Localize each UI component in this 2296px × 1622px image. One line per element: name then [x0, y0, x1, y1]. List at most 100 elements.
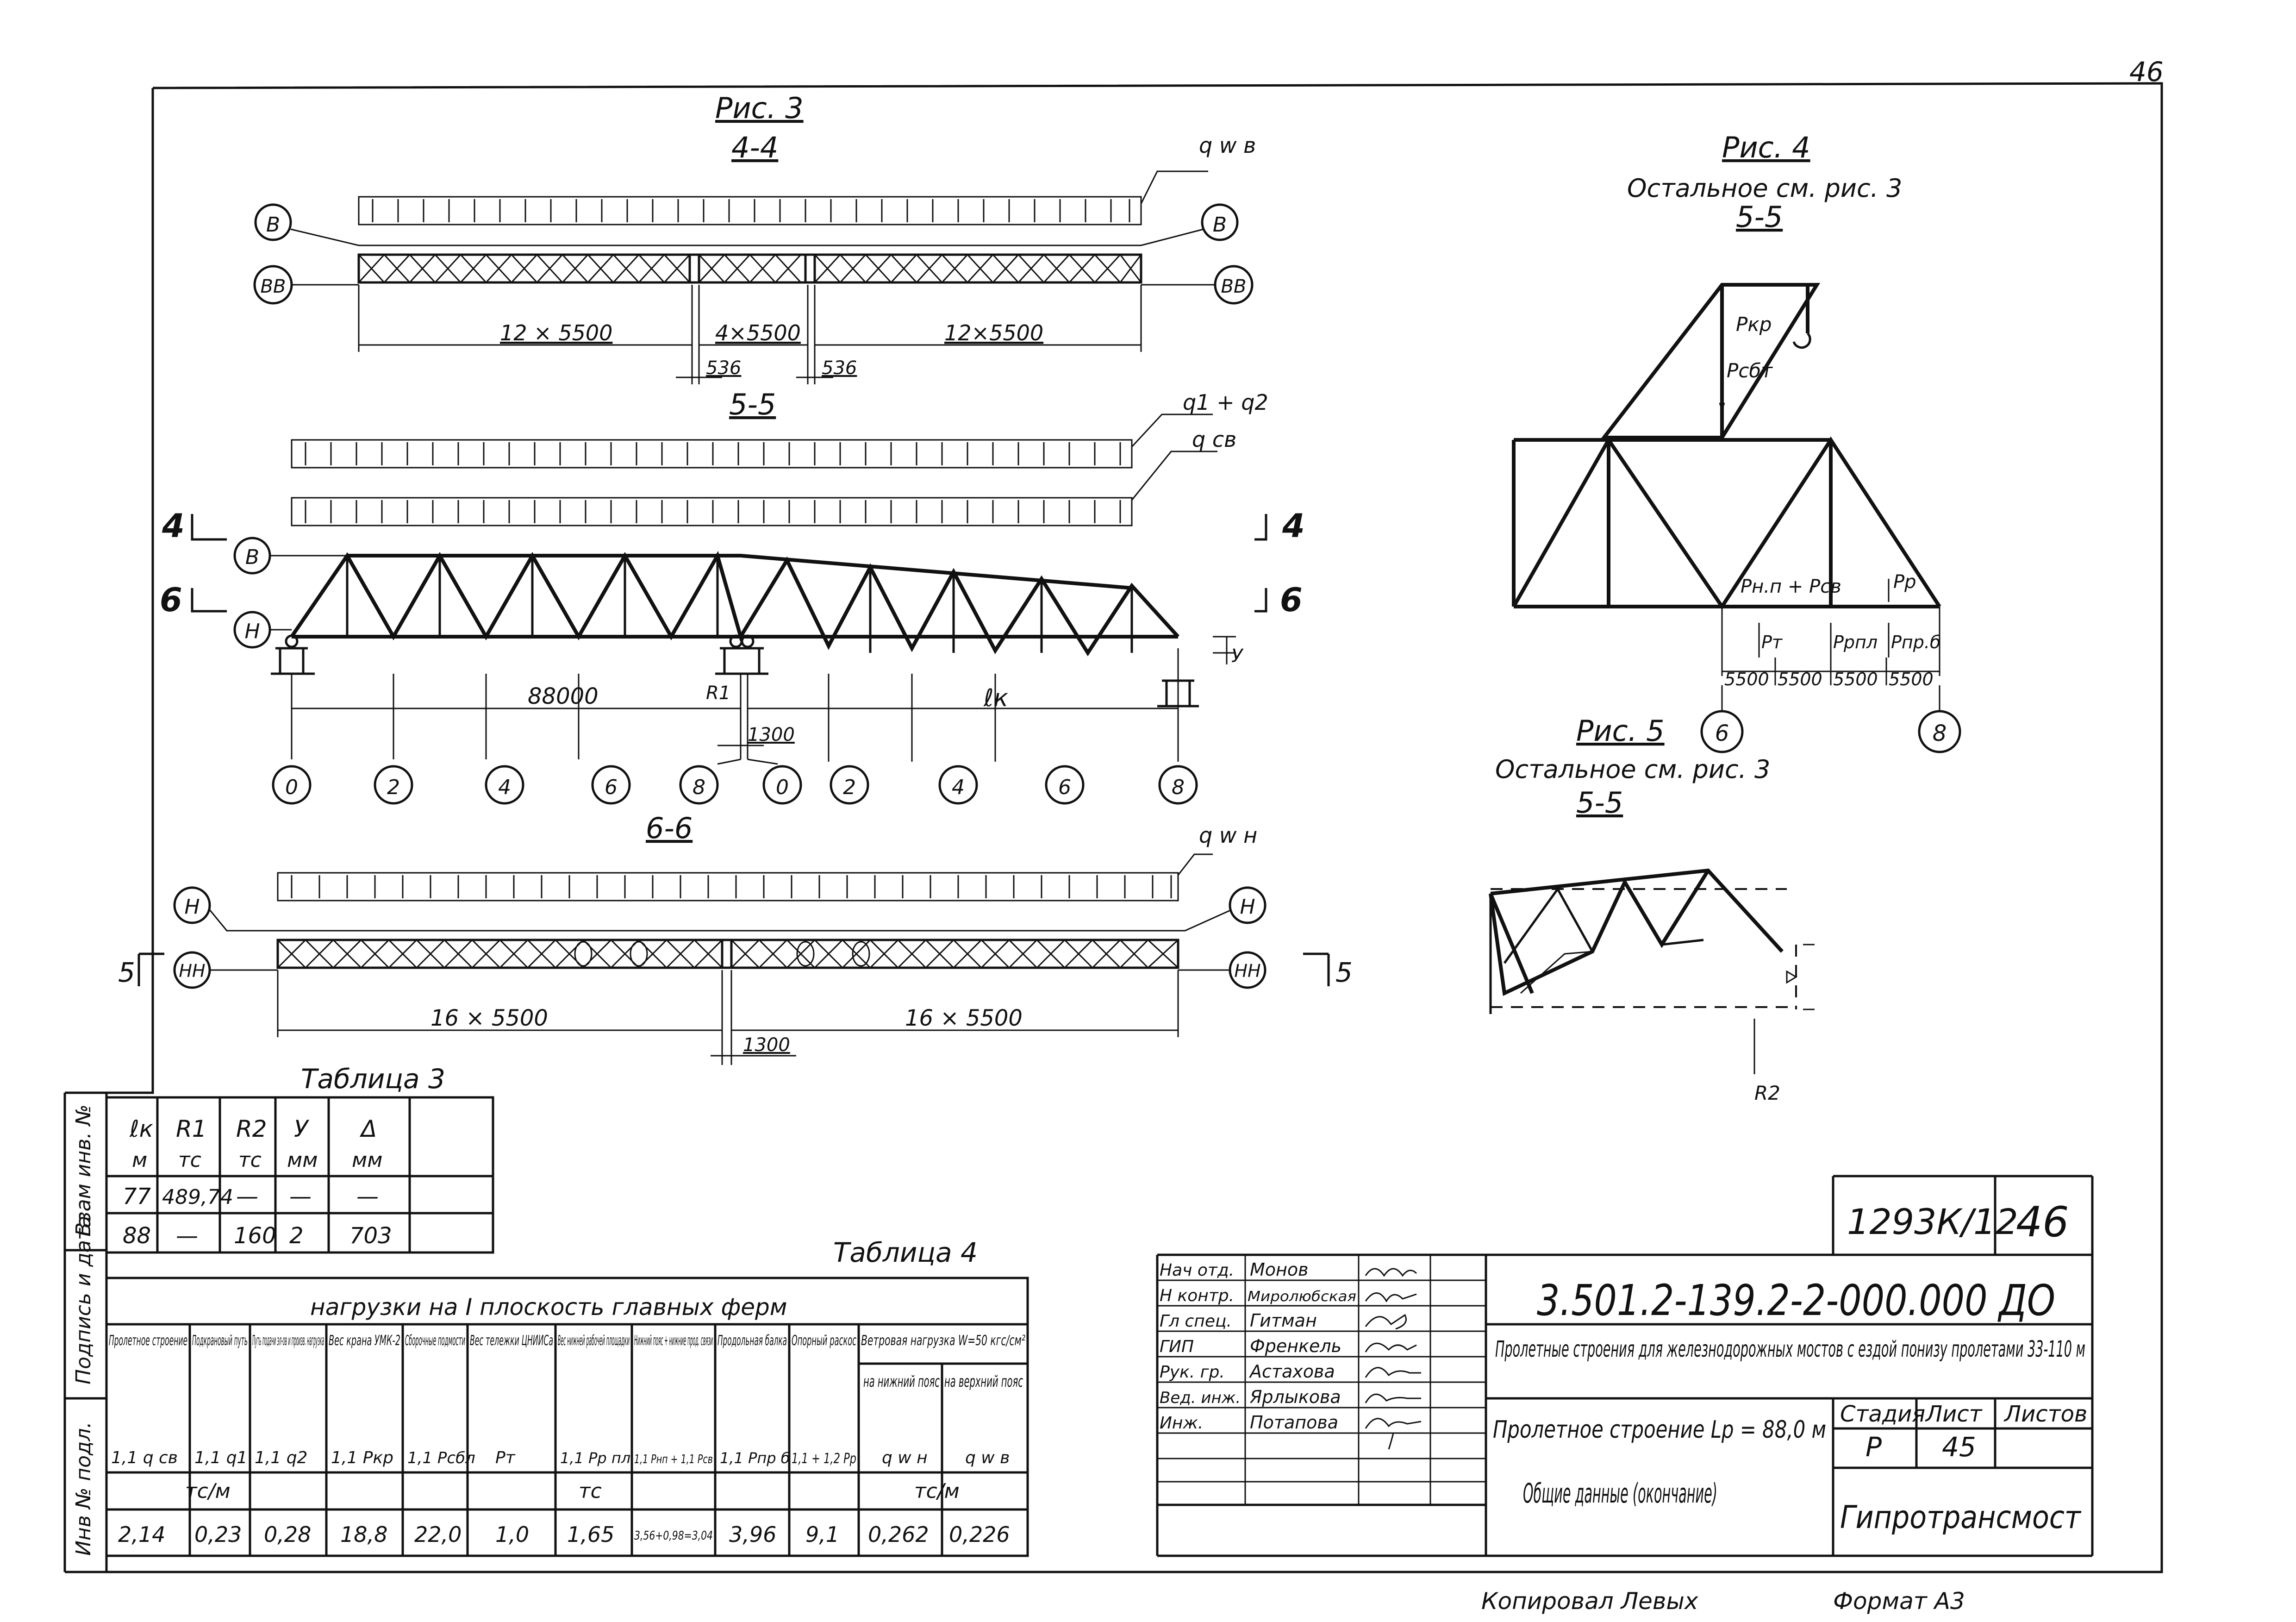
tb-name-2: Миролюбская	[1248, 1289, 1356, 1305]
fig4-truss	[1512, 436, 1941, 676]
tb-name-5: Астахова	[1248, 1361, 1335, 1382]
tb-sheet: 45	[1942, 1431, 1976, 1463]
lower-plan-leaders	[209, 909, 1232, 971]
node-bb-right: ВВ	[1214, 265, 1254, 305]
t3-h-r2-unit: тс	[238, 1148, 262, 1172]
cut-5-left: 5	[118, 957, 135, 988]
wind-load-band-top	[358, 196, 1142, 225]
panel-axis-lines	[291, 674, 1179, 765]
t3-h-y: У	[294, 1115, 310, 1142]
t3-h-r1-unit: тс	[178, 1148, 201, 1172]
load-band-qsv	[291, 497, 1133, 526]
t4-col-7: Вес нижней рабочей площадки	[558, 1333, 630, 1349]
svg-text:Подпись и дата: Подпись и дата	[72, 1216, 95, 1384]
fig4-node-6: 6	[1700, 710, 1744, 753]
t3-h-delta-unit: мм	[352, 1148, 382, 1172]
t4-val-3: 0,28	[264, 1522, 311, 1547]
t3-r2-c1: 88	[123, 1223, 151, 1249]
fig4-subtitle: Остальное см. рис. 3	[1627, 174, 1902, 203]
t4-val-1: 2,14	[118, 1522, 165, 1547]
axis-node-2b: 2	[830, 765, 869, 805]
dim-12x5500-left: 12 × 5500	[500, 320, 612, 345]
tb-role-2: Н контр.	[1160, 1286, 1234, 1305]
t3-h-lk-unit: м	[132, 1148, 147, 1172]
t4-sym-4: 1,1 Ркр	[331, 1448, 393, 1467]
t4-sym-11: q w н	[882, 1448, 928, 1467]
label-r1: R1	[706, 683, 730, 704]
svg-text:В: В	[1213, 213, 1227, 237]
leader-qw-b	[1140, 170, 1208, 204]
fig4-title: Рис. 4	[1722, 131, 1810, 164]
tb-code: 3.501.2-139.2-2-000.000 ДО	[1537, 1276, 2055, 1325]
label-pp: Рр	[1893, 571, 1916, 593]
tb-sheet-label: Лист	[1925, 1401, 1983, 1427]
tb-role-3: Гл спец.	[1160, 1312, 1232, 1331]
axis-node-4b: 4	[938, 765, 978, 805]
svg-text:Н: Н	[1240, 895, 1255, 919]
supports	[271, 634, 1199, 708]
t4-unit-2: тс	[579, 1479, 602, 1503]
tb-stage: Р	[1866, 1431, 1882, 1463]
node-bb-left: ВВ	[253, 265, 293, 305]
t4-col-3: Путь подачи эл-ов и произв. нагрузка	[252, 1333, 324, 1349]
svg-text:4: 4	[952, 776, 965, 799]
t4-col-6: Вес тележки ЦНИИСа	[470, 1333, 553, 1349]
t3-r1-c1: 77	[123, 1184, 151, 1209]
label-r2: R2	[1754, 1082, 1780, 1104]
upper-chord-line	[290, 228, 1204, 246]
fig5-truss	[1489, 868, 1815, 1074]
label-pnp-psv: Рн.п + Рсв	[1741, 576, 1841, 597]
label-ppl: Ррпл	[1833, 632, 1878, 652]
axis-node-0b: 0	[762, 765, 802, 805]
title-block	[1156, 1175, 2094, 1557]
leaders-55	[1131, 413, 1217, 501]
dim-536-right: 536	[822, 357, 857, 379]
fig4-crane	[1600, 283, 1821, 439]
svg-text:2: 2	[843, 776, 856, 799]
axis-node-6: 6	[591, 765, 631, 805]
fig3-qw-n: q w н	[1199, 823, 1257, 848]
label-pt: Рт	[1761, 632, 1783, 652]
t3-h-lk: ℓк	[129, 1115, 153, 1142]
dim-16x5500-left: 16 × 5500	[430, 1005, 548, 1031]
svg-text:6: 6	[1058, 776, 1071, 799]
page-number: 46	[2129, 56, 2164, 88]
axis-node-0: 0	[272, 765, 312, 805]
t4-val-9: 3,96	[729, 1522, 776, 1547]
tb-subtitle: Пролетное строение Lр = 88,0 м	[1493, 1416, 1826, 1444]
svg-text:НН: НН	[179, 961, 205, 981]
lower-plan-dims	[277, 970, 1179, 1065]
node-b-left: В	[254, 203, 292, 241]
t4-sym-12: q w в	[965, 1448, 1010, 1467]
table3-title: Таблица 3	[301, 1063, 445, 1095]
tb-name-6: Ярлыкова	[1249, 1387, 1341, 1407]
node-leaders-elev	[270, 555, 347, 631]
t4-sym-6: Рт	[495, 1448, 516, 1467]
t4-unit-1: тс/м	[185, 1479, 231, 1503]
axis-node-8: 8	[679, 765, 719, 805]
fig3-section-44: 4-4	[731, 131, 778, 164]
tb-name-3: Гитман	[1250, 1310, 1317, 1331]
t4-col-10: Опорный раскос	[792, 1333, 856, 1349]
t3-r2-c3: 160	[234, 1223, 276, 1249]
dim-1300-plan: 1300	[743, 1034, 790, 1056]
label-psbt: Рсбт	[1727, 359, 1773, 382]
axis-node-6b: 6	[1045, 765, 1085, 805]
tb-drawing-no: 1293К/12	[1847, 1201, 2018, 1242]
label-pprb: Рпр.б	[1891, 632, 1940, 652]
t4-wind-upper: на верхний пояс	[944, 1372, 1023, 1391]
fig4-dim-line	[1722, 658, 1940, 685]
svg-text:В: В	[245, 545, 259, 569]
dim-12x5500-right: 12×5500	[944, 320, 1043, 345]
dim-1300: 1300	[748, 724, 795, 745]
fig5-title: Рис. 5	[1576, 714, 1665, 748]
t4-sym-10: 1,1 + 1,2 Рр	[792, 1451, 856, 1467]
side-stamp: Инв № подл. Подпись и дата Взам инв. №	[63, 1091, 153, 1573]
dim-88000: 88000	[528, 683, 599, 709]
table3	[106, 1096, 494, 1254]
tb-role-1: Нач отд.	[1160, 1261, 1234, 1280]
fig4-node-leaders	[1721, 685, 1940, 711]
t4-val-8: 3,56+0,98=3,04	[634, 1529, 713, 1543]
fig3-qw-b: q w в	[1199, 133, 1256, 158]
